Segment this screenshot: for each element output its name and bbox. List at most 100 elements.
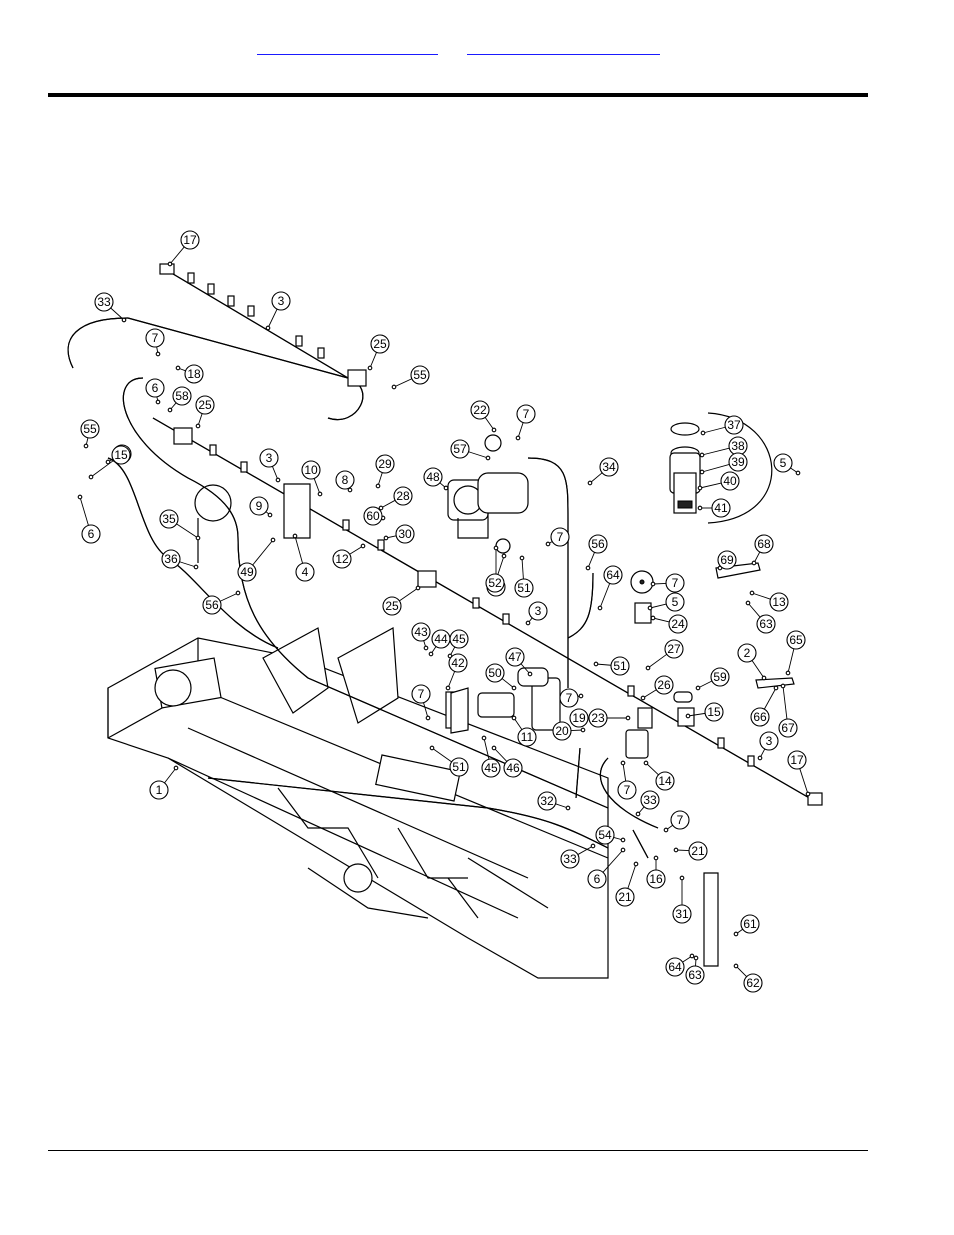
callout-number: 66: [753, 710, 767, 724]
callout-5: 5: [647, 592, 685, 612]
callout-bubble: [670, 810, 690, 830]
callout-arrow-tip: [275, 477, 281, 483]
callout-bubble: [737, 643, 757, 663]
callout-leader-line: [294, 535, 304, 564]
callout-leader-line: [169, 246, 185, 265]
callout-number: 7: [418, 687, 425, 701]
callout-arrow-tip: [443, 485, 449, 491]
callout-bubble: [370, 334, 390, 354]
callout-67: 67: [778, 683, 798, 738]
callout-leader-line: [589, 472, 603, 484]
callout-bubble: [448, 653, 468, 673]
callout-6: 6: [77, 494, 101, 544]
callout-number: 21: [691, 844, 705, 858]
callout-22: 22: [470, 400, 497, 433]
callout-leader-line: [90, 459, 115, 478]
callout-number: 7: [672, 576, 679, 590]
callout-arrow-tip: [193, 564, 199, 570]
callout-bubble: [778, 718, 798, 738]
callout-45: 45: [447, 629, 469, 659]
callout-36: 36: [161, 549, 199, 570]
callout-leader-line: [627, 863, 637, 889]
callout-arrow-tip: [693, 955, 699, 961]
callout-arrow-tip: [88, 474, 94, 480]
callout-bubble: [717, 550, 737, 570]
callout-leader-line: [763, 687, 777, 710]
callout-number: 27: [667, 642, 681, 656]
callout-leader-line: [271, 466, 279, 481]
header-rule: [48, 93, 868, 97]
callout-bubble: [685, 965, 705, 985]
callout-leader-line: [699, 482, 722, 489]
callout-number: 30: [398, 527, 412, 541]
callout-arrow-tip: [650, 615, 656, 621]
callout-leader-line: [751, 660, 765, 679]
callout-number: 33: [97, 295, 111, 309]
callout-bubble: [411, 684, 431, 704]
callout-leader-line: [164, 767, 177, 784]
callout-arrow-tip: [749, 590, 755, 596]
callout-number: 65: [789, 633, 803, 647]
callout-number: 44: [434, 632, 448, 646]
callout-bubble: [470, 400, 490, 420]
callout-68: 68: [751, 534, 774, 566]
callout-number: 69: [720, 553, 734, 567]
callout-arrow-tip: [527, 671, 533, 677]
callout-19: 19: [569, 708, 596, 728]
callout-bubble: [588, 534, 608, 554]
callout-number: 31: [675, 907, 689, 921]
callout-number: 7: [624, 783, 631, 797]
callout-number: 11: [521, 730, 534, 744]
boom-pipes: [152, 263, 823, 806]
callout-bubble: [505, 647, 525, 667]
callout-7: 7: [515, 404, 536, 441]
callout-66: 66: [750, 685, 779, 727]
callout-21: 21: [615, 861, 639, 907]
callout-arrow-tip: [317, 491, 323, 497]
callout-number: 5: [672, 595, 679, 609]
callout-bubble: [375, 454, 395, 474]
callout-arrow-tip: [511, 685, 517, 691]
header-link-1[interactable]: [257, 44, 438, 55]
callout-64: 64: [597, 565, 623, 611]
callout-26: 26: [640, 675, 674, 701]
callout-63: 63: [745, 600, 776, 634]
callout-number: 33: [643, 793, 657, 807]
callout-arrow-tip: [167, 261, 173, 267]
callout-number: 45: [452, 632, 466, 646]
callout-bubble: [363, 506, 383, 526]
callout-arrow-tip: [699, 452, 705, 458]
callout-arrow-tip: [645, 665, 651, 671]
callout-leader-line: [747, 602, 761, 618]
callout-number: 68: [757, 537, 771, 551]
callout-leader-line: [267, 308, 278, 329]
callout-57: 57: [450, 439, 491, 461]
callout-bubble: [655, 771, 675, 791]
callout-bubble: [664, 639, 684, 659]
callout-number: 58: [175, 389, 189, 403]
callout-17: 17: [167, 230, 200, 267]
callout-bubble: [332, 549, 352, 569]
callout-arrow-tip: [689, 953, 695, 959]
callout-bubble: [410, 365, 430, 385]
callout-bubble: [145, 378, 165, 398]
callout-13: 13: [749, 590, 789, 612]
callout-number: 18: [187, 367, 201, 381]
callout-arrow-tip: [761, 675, 767, 681]
callout-60: 60: [363, 506, 386, 526]
callout-arrow-tip: [673, 847, 679, 853]
callout-number: 46: [506, 761, 520, 775]
callout-number: 20: [555, 724, 569, 738]
callout-arrow-tip: [805, 791, 811, 797]
callout-leader-line: [179, 561, 197, 568]
callout-leader-line: [497, 555, 505, 575]
callout-38: 38: [699, 436, 748, 458]
callout-15: 15: [685, 702, 724, 722]
callout-leader-line: [79, 496, 89, 526]
callout-56: 56: [585, 534, 608, 571]
callout-61: 61: [733, 914, 760, 937]
callout-51: 51: [429, 745, 469, 777]
header-link-2[interactable]: [467, 44, 660, 55]
callout-bubble: [111, 445, 131, 465]
callout-arrow-tip: [383, 535, 389, 541]
